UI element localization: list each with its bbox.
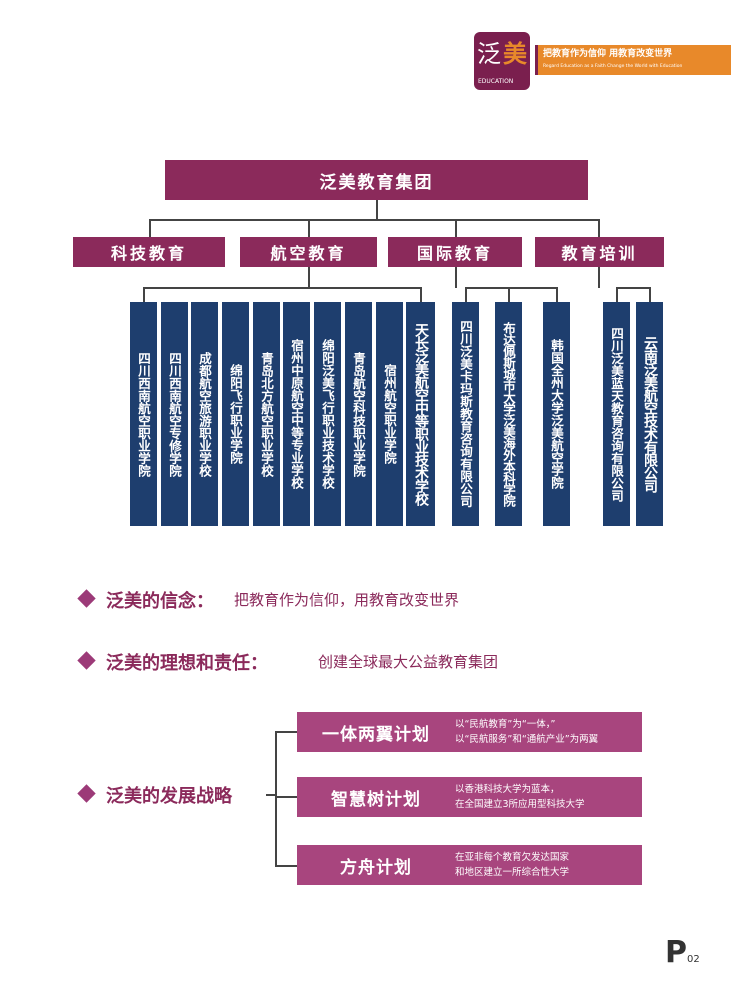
slogan-en: Regard Education as a Faith Change the W… — [543, 64, 683, 69]
connector — [275, 731, 297, 733]
connector — [508, 287, 510, 302]
connector — [275, 731, 277, 866]
diamond-bullet-icon — [77, 784, 96, 803]
plan-line: 以香港科技大学为蓝本， — [455, 784, 560, 795]
connector — [616, 287, 650, 289]
plan-description: 以香港科技大学为蓝本， 在全国建立3所应用型科技大学 — [455, 782, 585, 812]
unit-box: 四川西南航空专修学院 — [161, 302, 188, 526]
connector — [266, 794, 276, 796]
connector — [465, 287, 557, 289]
connector — [465, 287, 467, 302]
org-root: 泛美教育集团 — [165, 160, 588, 200]
plan-box: 智慧树计划 以香港科技大学为蓝本， 在全国建立3所应用型科技大学 — [297, 777, 642, 817]
plan-line: 在亚非每个教育欠发达国家 — [455, 852, 570, 863]
logo-sub: EDUCATION — [478, 78, 514, 85]
group-tech-education: 科技教育 — [73, 237, 225, 267]
connector — [149, 219, 151, 237]
connector — [275, 865, 297, 867]
page-number: P02 — [665, 935, 700, 970]
connector — [149, 219, 600, 221]
page-number-digits: 02 — [687, 954, 700, 965]
connector — [598, 267, 600, 288]
diamond-bullet-icon — [77, 589, 96, 608]
plan-name: 智慧树计划 — [331, 789, 421, 810]
connector — [420, 287, 422, 302]
unit-box: 四川泛美蓝天教育咨询有限公司 — [603, 302, 630, 526]
slogan-banner: 把教育作为信仰 用教育改变世界 Regard Education as a Fa… — [535, 45, 731, 75]
connector — [455, 219, 457, 237]
connector — [649, 287, 651, 302]
unit-box: 宿州中原航空中等专业学校 — [283, 302, 310, 526]
connector — [455, 267, 457, 288]
connector — [556, 287, 558, 302]
unit-box: 云南泛美航空技术有限公司 — [636, 302, 663, 526]
unit-box: 成都航空旅游职业学校 — [191, 302, 218, 526]
slogan: 把教育作为信仰 用教育改变世界 — [543, 49, 673, 59]
ideal-label: 泛美的理想和责任： — [106, 653, 268, 674]
connector — [598, 219, 600, 237]
connector — [308, 267, 310, 288]
group-training: 教育培训 — [535, 237, 664, 267]
unit-box: 青岛航空科技职业学院 — [345, 302, 372, 526]
connector — [143, 287, 145, 302]
unit-box: 绵阳泛美飞行职业技术学校 — [314, 302, 341, 526]
strategy-label: 泛美的发展战略 — [106, 786, 232, 807]
logo: 泛 美 EDUCATION — [474, 32, 530, 90]
unit-box: 绵阳飞行职业学院 — [222, 302, 249, 526]
unit-box: 四川西南航空职业学院 — [130, 302, 157, 526]
plan-name: 方舟计划 — [340, 857, 412, 878]
connector — [143, 287, 421, 289]
plan-name: 一体两翼计划 — [322, 724, 430, 745]
plan-box: 方舟计划 在亚非每个教育欠发达国家和地区建立一所综合性大学 — [297, 845, 642, 885]
unit-box: 布达佩斯城市大学泛美海外本科学院 — [495, 302, 522, 526]
page-letter: P — [665, 935, 687, 970]
plan-line: 以“民航教育”为“一体，” — [455, 719, 556, 730]
plan-description: 以“民航教育”为“一体，” 以“民航服务”和“通航产业”为两翼 — [455, 717, 598, 747]
unit-box: 四川泛美卡玛斯教育咨询有限公司 — [452, 302, 479, 526]
unit-box: 天长泛美航空中等职业技术学校 — [406, 302, 435, 526]
connector — [275, 796, 297, 798]
unit-box: 宿州航空职业学院 — [376, 302, 403, 526]
connector — [616, 287, 618, 302]
connector — [308, 219, 310, 237]
diamond-bullet-icon — [77, 651, 96, 670]
plan-box: 一体两翼计划 以“民航教育”为“一体，” 以“民航服务”和“通航产业”为两翼 — [297, 712, 642, 752]
connector — [376, 200, 378, 220]
belief-value: 把教育作为信仰，用教育改变世界 — [234, 591, 460, 609]
ideal-value: 创建全球最大公益教育集团 — [318, 653, 499, 671]
plan-line: 和地区建立一所综合性大学 — [455, 867, 570, 878]
plan-line: 在全国建立3所应用型科技大学 — [455, 799, 585, 810]
logo-glyph-2: 美 — [503, 40, 527, 68]
group-aviation-education: 航空教育 — [240, 237, 377, 267]
unit-box: 韩国全州大学泛美航空学院 — [543, 302, 570, 526]
logo-glyph: 泛 — [477, 40, 501, 68]
plan-description: 在亚非每个教育欠发达国家和地区建立一所综合性大学 — [455, 850, 569, 880]
unit-box: 青岛北方航空职业学校 — [253, 302, 280, 526]
plan-line: 以“民航服务”和“通航产业”为两翼 — [455, 734, 599, 745]
group-international-education: 国际教育 — [388, 237, 522, 267]
belief-label: 泛美的信念： — [106, 591, 214, 612]
